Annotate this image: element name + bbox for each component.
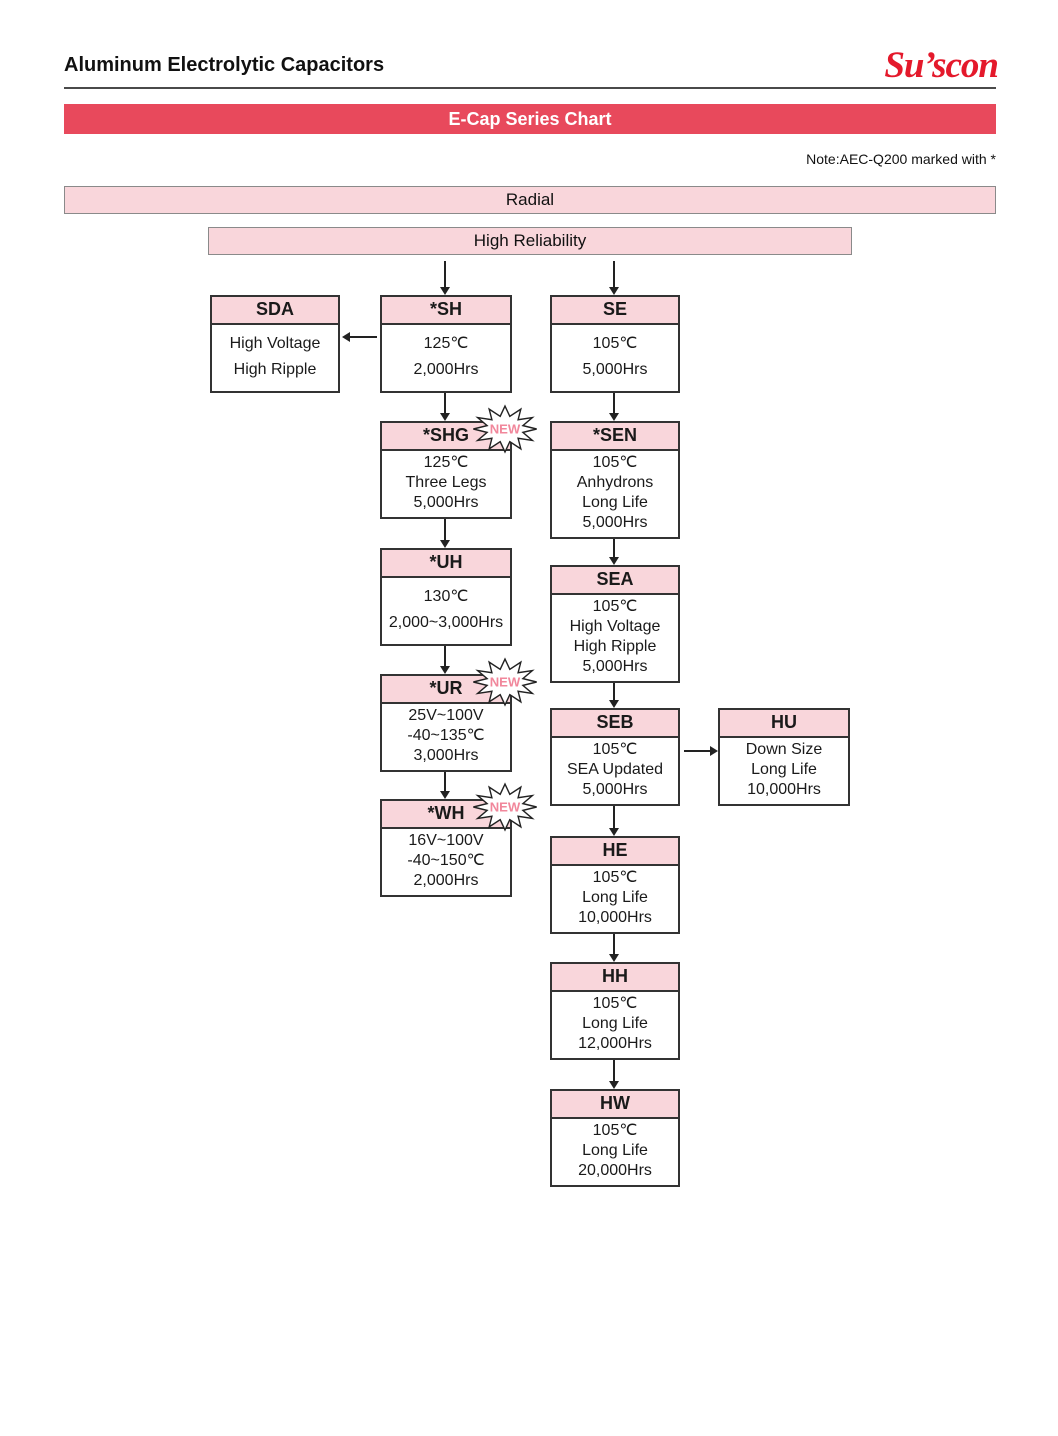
series-box-sea: SEA 105℃ High Voltage High Ripple 5,000H…	[550, 565, 680, 683]
series-line: 5,000Hrs	[582, 361, 648, 378]
series-line: Long Life	[582, 1015, 648, 1032]
series-line: -40~150℃	[407, 852, 485, 869]
aec-q200-note: Note:AEC-Q200 marked with *	[806, 151, 996, 167]
arrow-shg-to-uh	[444, 517, 446, 541]
series-title-sea: SEA	[552, 567, 678, 595]
series-line: 2,000Hrs	[413, 361, 479, 378]
arrow-seb-to-hu	[684, 750, 711, 752]
new-badge-icon-shg: NEW	[473, 404, 537, 454]
arrow-down-to-sh	[444, 261, 446, 288]
arrow-sh-to-shg	[444, 389, 446, 414]
series-title-se: SE	[552, 297, 678, 325]
arrow-se-to-sen	[613, 389, 615, 414]
header-divider	[64, 87, 996, 89]
arrow-sea-to-seb	[613, 681, 615, 701]
series-box-sh: *SH 125℃ 2,000Hrs	[380, 295, 512, 393]
series-title-he: HE	[552, 838, 678, 866]
series-line: 25V~100V	[408, 707, 484, 724]
series-box-hu: HU Down Size Long Life 10,000Hrs	[718, 708, 850, 806]
series-line: 5,000Hrs	[582, 781, 648, 798]
series-line: 105℃	[592, 1122, 638, 1139]
arrow-sh-to-sda	[349, 336, 377, 338]
series-line: 10,000Hrs	[578, 909, 652, 926]
series-line: 2,000~3,000Hrs	[388, 614, 504, 631]
arrow-sen-to-sea	[613, 537, 615, 558]
series-title-sen: *SEN	[552, 423, 678, 451]
series-line: -40~135℃	[407, 727, 485, 744]
series-title-seb: SEB	[552, 710, 678, 738]
series-line: 2,000Hrs	[413, 872, 479, 889]
series-line: 5,000Hrs	[582, 658, 648, 675]
series-line: Long Life	[582, 1142, 648, 1159]
series-box-seb: SEB 105℃ SEA Updated 5,000Hrs	[550, 708, 680, 806]
new-badge-label: NEW	[490, 799, 521, 814]
series-line: Long Life	[582, 494, 648, 511]
series-box-sda: SDA High Voltage High Ripple	[210, 295, 340, 393]
series-title-hu: HU	[720, 710, 848, 738]
new-badge-icon-wh: NEW	[473, 782, 537, 832]
page-title: Aluminum Electrolytic Capacitors	[64, 54, 385, 76]
suscon-logo: Su’scon	[884, 45, 999, 86]
series-line: 105℃	[592, 995, 638, 1012]
series-line: 105℃	[592, 869, 638, 886]
series-line: High Ripple	[573, 638, 657, 655]
series-line: 16V~100V	[408, 832, 484, 849]
series-line: 20,000Hrs	[578, 1162, 652, 1179]
series-line: 3,000Hrs	[413, 747, 479, 764]
series-title-uh: *UH	[382, 550, 510, 578]
series-line: 105℃	[592, 454, 638, 471]
radial-group-bar: Radial	[64, 186, 996, 214]
section-banner: E-Cap Series Chart	[64, 104, 996, 134]
series-line: 12,000Hrs	[578, 1035, 652, 1052]
series-line: Down Size	[745, 741, 823, 758]
series-line: High Ripple	[233, 361, 317, 378]
series-line: 105℃	[592, 741, 638, 758]
series-line: 5,000Hrs	[582, 514, 648, 531]
arrow-uh-to-ur	[444, 644, 446, 667]
high-reliability-group-bar: High Reliability	[208, 227, 852, 255]
arrow-ur-to-wh	[444, 770, 446, 792]
series-line: 125℃	[423, 335, 469, 352]
series-box-uh: *UH 130℃ 2,000~3,000Hrs	[380, 548, 512, 646]
arrow-down-to-se	[613, 261, 615, 288]
new-badge-label: NEW	[490, 674, 521, 689]
series-title-sh: *SH	[382, 297, 510, 325]
series-line: Three Legs	[405, 474, 487, 491]
series-box-hh: HH 105℃ Long Life 12,000Hrs	[550, 962, 680, 1060]
series-box-sen: *SEN 105℃ Anhydrons Long Life 5,000Hrs	[550, 421, 680, 539]
series-line: Long Life	[582, 889, 648, 906]
arrow-hh-to-hw	[613, 1057, 615, 1082]
arrow-seb-to-he	[613, 803, 615, 829]
series-box-se: SE 105℃ 5,000Hrs	[550, 295, 680, 393]
series-title-sda: SDA	[212, 297, 338, 325]
series-line: 105℃	[592, 335, 638, 352]
series-line: 105℃	[592, 598, 638, 615]
series-box-wh: *WH 16V~100V -40~150℃ 2,000Hrs	[380, 799, 512, 897]
series-line: 5,000Hrs	[413, 494, 479, 511]
series-line: SEA Updated	[566, 761, 664, 778]
series-line: Anhydrons	[576, 474, 654, 491]
series-box-hw: HW 105℃ Long Life 20,000Hrs	[550, 1089, 680, 1187]
arrow-he-to-hh	[613, 930, 615, 955]
series-line: High Voltage	[569, 618, 661, 635]
new-badge-icon-ur: NEW	[473, 657, 537, 707]
series-line: 125℃	[423, 454, 469, 471]
series-title-hh: HH	[552, 964, 678, 992]
series-line: Long Life	[751, 761, 817, 778]
series-box-he: HE 105℃ Long Life 10,000Hrs	[550, 836, 680, 934]
series-line: High Voltage	[229, 335, 321, 352]
series-title-hw: HW	[552, 1091, 678, 1119]
series-line: 10,000Hrs	[747, 781, 821, 798]
new-badge-label: NEW	[490, 421, 521, 436]
series-line: 130℃	[423, 588, 469, 605]
